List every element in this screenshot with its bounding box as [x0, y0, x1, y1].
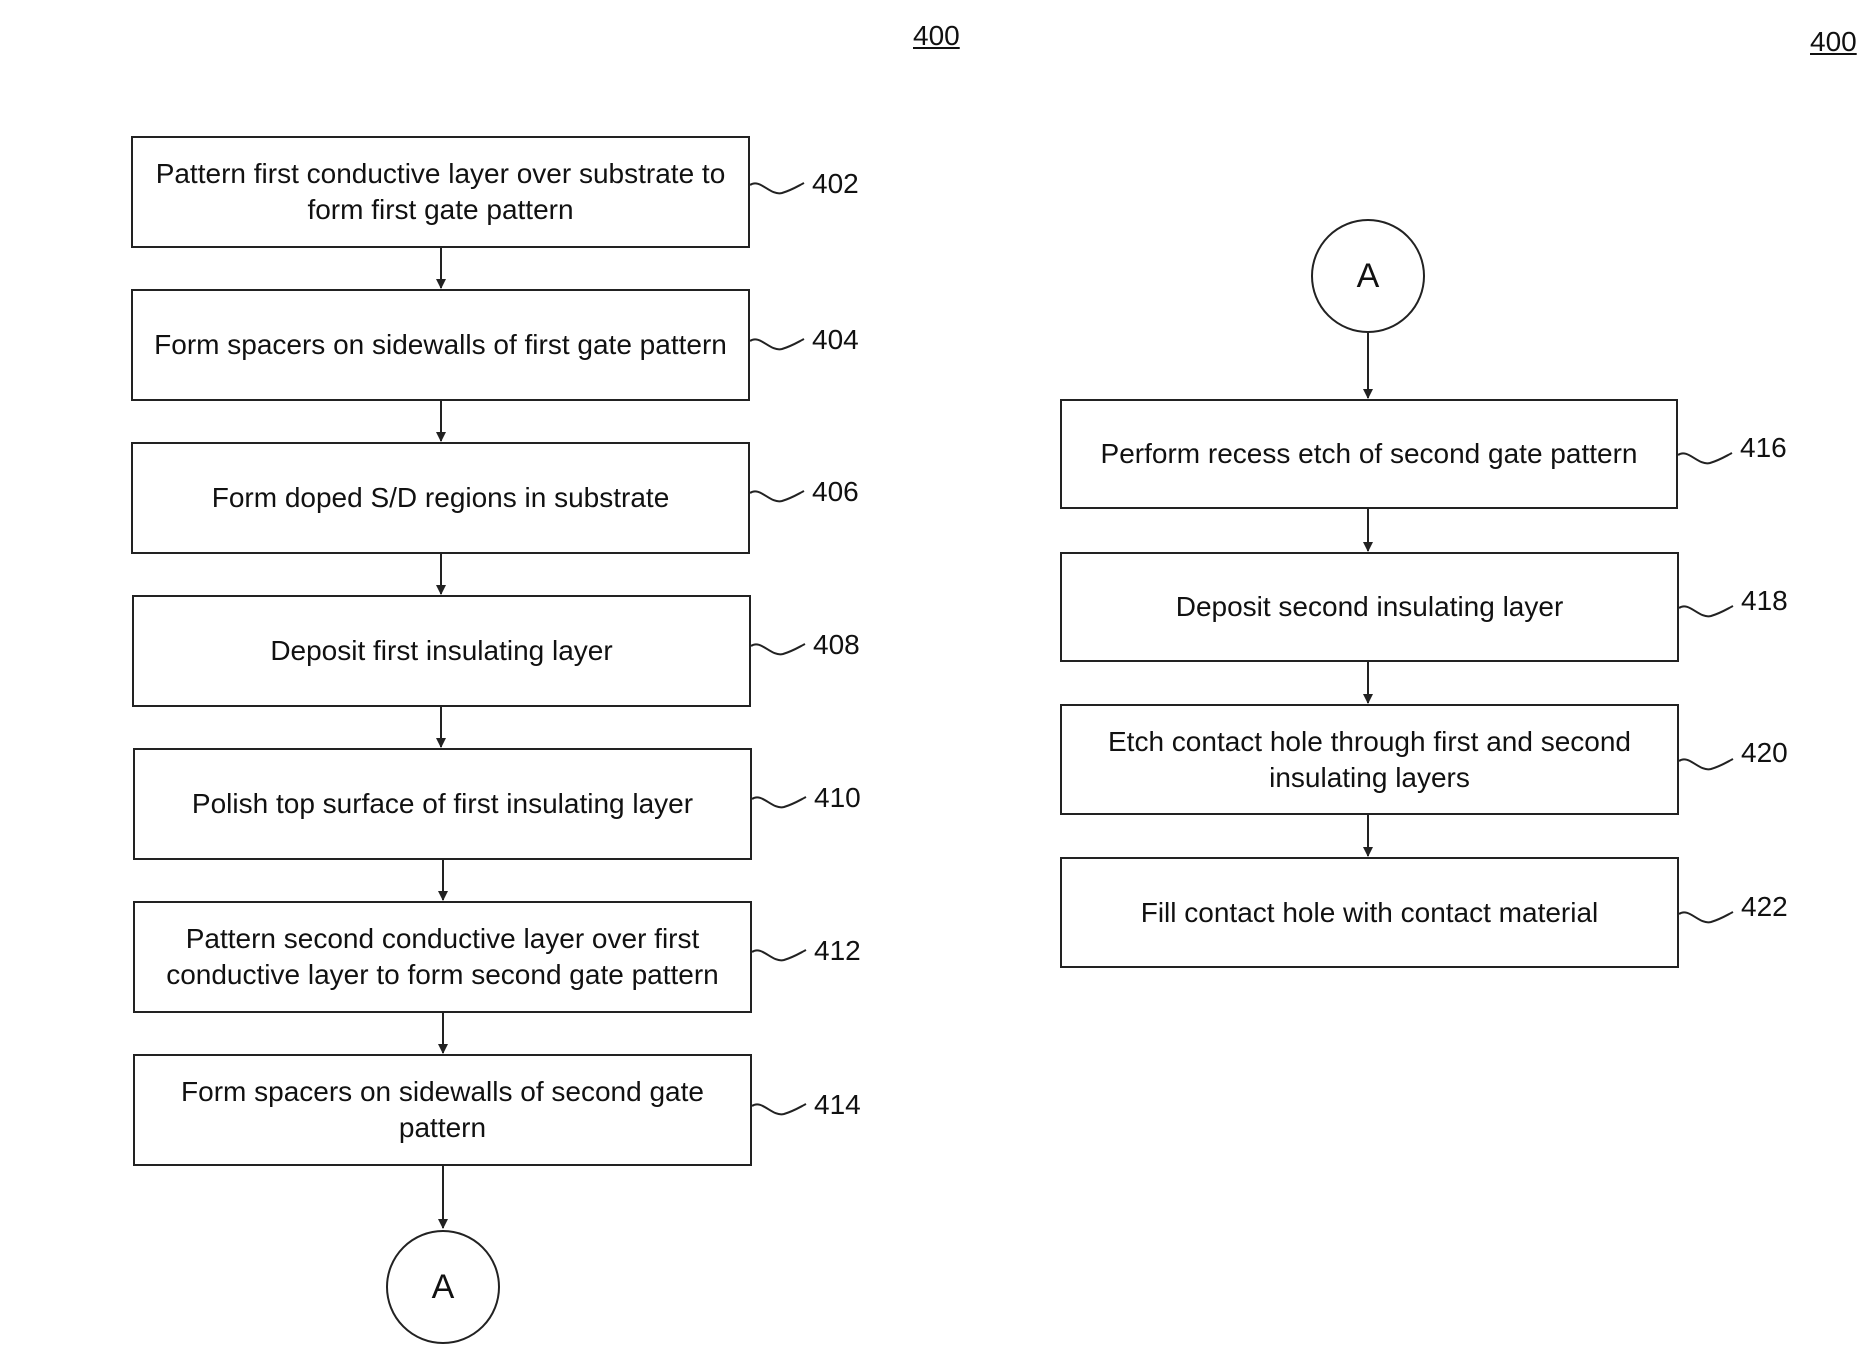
connector-a-top-label: A	[1357, 257, 1380, 296]
connector-a-bottom-label: A	[432, 1268, 455, 1307]
ref-406: 406	[812, 476, 859, 508]
step-text-416: Perform recess etch of second gate patte…	[1101, 436, 1638, 472]
leader-410	[752, 797, 806, 807]
leader-420	[1679, 759, 1733, 769]
connector-a-bottom: A	[386, 1230, 500, 1344]
ref-414: 414	[814, 1089, 861, 1121]
leader-408	[751, 644, 805, 654]
step-text-412: Pattern second conductive layer over fir…	[149, 921, 736, 993]
leader-414	[752, 1104, 806, 1114]
leader-406	[750, 491, 804, 501]
step-box-418: Deposit second insulating layer	[1060, 552, 1679, 662]
ref-416: 416	[1740, 432, 1787, 464]
step-box-406: Form doped S/D regions in substrate	[131, 442, 750, 554]
ref-412: 412	[814, 935, 861, 967]
step-box-416: Perform recess etch of second gate patte…	[1060, 399, 1678, 509]
step-box-414: Form spacers on sidewalls of second gate…	[133, 1054, 752, 1166]
step-box-402: Pattern first conductive layer over subs…	[131, 136, 750, 248]
ref-404: 404	[812, 324, 859, 356]
step-text-404: Form spacers on sidewalls of first gate …	[154, 327, 727, 363]
step-text-418: Deposit second insulating layer	[1176, 589, 1564, 625]
ref-418: 418	[1741, 585, 1788, 617]
leader-402	[750, 183, 804, 193]
step-text-414: Form spacers on sidewalls of second gate…	[149, 1074, 736, 1146]
step-text-402: Pattern first conductive layer over subs…	[147, 156, 734, 228]
ref-420: 420	[1741, 737, 1788, 769]
connector-a-top: A	[1311, 219, 1425, 333]
ref-410: 410	[814, 782, 861, 814]
step-text-422: Fill contact hole with contact material	[1141, 895, 1599, 931]
step-box-404: Form spacers on sidewalls of first gate …	[131, 289, 750, 401]
leader-416	[1678, 453, 1732, 463]
leader-418	[1679, 606, 1733, 616]
step-box-422: Fill contact hole with contact material	[1060, 857, 1679, 968]
step-text-406: Form doped S/D regions in substrate	[212, 480, 670, 516]
leader-412	[752, 950, 806, 960]
leader-404	[750, 339, 804, 349]
step-text-408: Deposit first insulating layer	[270, 633, 612, 669]
leader-422	[1679, 912, 1733, 922]
ref-408: 408	[813, 629, 860, 661]
step-text-420: Etch contact hole through first and seco…	[1076, 724, 1663, 796]
step-box-412: Pattern second conductive layer over fir…	[133, 901, 752, 1013]
step-text-410: Polish top surface of first insulating l…	[192, 786, 693, 822]
step-box-420: Etch contact hole through first and seco…	[1060, 704, 1679, 815]
ref-422: 422	[1741, 891, 1788, 923]
step-box-408: Deposit first insulating layer	[132, 595, 751, 707]
step-box-410: Polish top surface of first insulating l…	[133, 748, 752, 860]
ref-402: 402	[812, 168, 859, 200]
